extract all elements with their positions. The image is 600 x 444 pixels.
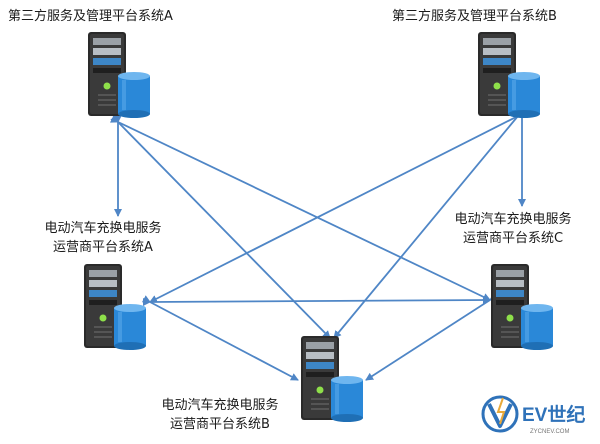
edge-third_a-op_c xyxy=(109,115,491,301)
edge-op_c-op_b xyxy=(365,292,499,381)
ev-century-logo: EV世纪 ZYCNEV.COM xyxy=(478,392,598,440)
svg-text:ZYCNEV.COM: ZYCNEV.COM xyxy=(530,429,569,435)
server-icon-operator-b xyxy=(295,334,375,434)
node-label-operator-a: 电动汽车充换电服务 运营商平台系统A xyxy=(44,221,162,255)
edge-op_a-op_b xyxy=(141,295,299,381)
edge-third_b-op_a xyxy=(149,109,527,303)
server-icon-operator-c xyxy=(485,262,565,362)
server-icon-operator-a xyxy=(78,262,158,362)
node-label-third-party-a: 第三方服务及管理平台系统A xyxy=(8,9,173,24)
node-label-operator-b: 电动汽车充换电服务 运营商平台系统B xyxy=(161,398,279,432)
server-icon-third-party-a xyxy=(82,30,162,130)
node-label-third-party-b: 第三方服务及管理平台系统B xyxy=(392,9,557,24)
server-icon-third-party-b xyxy=(472,30,552,130)
edge-op_a-op_c xyxy=(142,296,491,307)
svg-text:EV世纪: EV世纪 xyxy=(522,403,585,426)
node-label-operator-c: 电动汽车充换电服务 运营商平台系统C xyxy=(454,212,572,246)
